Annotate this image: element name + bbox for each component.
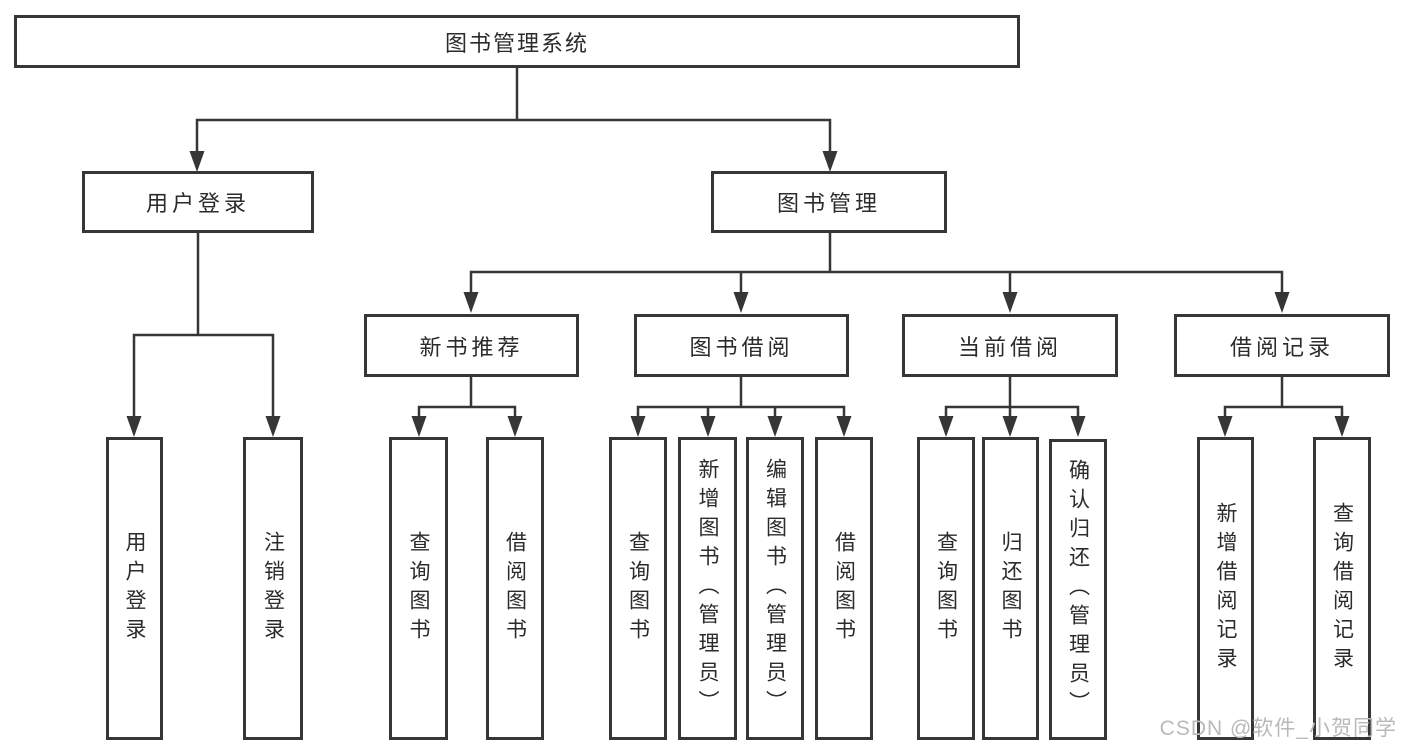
leaf-user-login: 用户登录 bbox=[106, 437, 163, 740]
node-label: 查询图书 bbox=[934, 530, 958, 647]
leaf-return-books: 归还图书 bbox=[982, 437, 1039, 740]
node-user-login: 用户登录 bbox=[82, 171, 314, 233]
leaf-confirm-return-admin: 确认归还（管理员） bbox=[1049, 439, 1107, 740]
node-label: 确认归还（管理员） bbox=[1066, 459, 1090, 720]
leaf-query-books: 查询图书 bbox=[389, 437, 448, 740]
node-label: 借阅记录 bbox=[1229, 334, 1334, 360]
node-borrowing-records: 借阅记录 bbox=[1174, 314, 1390, 377]
node-book-borrowing: 图书借阅 bbox=[634, 314, 849, 377]
leaf-borrow-books: 借阅图书 bbox=[815, 437, 873, 740]
leaf-add-borrow-record: 新增借阅记录 bbox=[1197, 437, 1254, 740]
node-label: 用户登录 bbox=[123, 530, 146, 647]
leaf-query-books: 查询图书 bbox=[609, 437, 667, 740]
node-label: 新增图书（管理员） bbox=[696, 458, 719, 719]
csdn-watermark: CSDN @软件_小贺同学 bbox=[1159, 717, 1397, 740]
leaf-query-borrow-record: 查询借阅记录 bbox=[1313, 437, 1371, 740]
node-label: 用户登录 bbox=[145, 191, 250, 216]
node-library-management-system: 图书管理系统 bbox=[14, 15, 1020, 68]
node-label: 归还图书 bbox=[999, 530, 1022, 647]
node-new-book-recommendation: 新书推荐 bbox=[364, 314, 579, 377]
arrowheads bbox=[126, 151, 1350, 437]
node-label: 查询图书 bbox=[626, 530, 650, 647]
node-current-borrowing: 当前借阅 bbox=[902, 314, 1118, 377]
node-label: 借阅图书 bbox=[832, 530, 856, 647]
node-label: 查询图书 bbox=[407, 530, 430, 647]
node-label: 借阅图书 bbox=[503, 530, 527, 647]
node-label: 查询借阅记录 bbox=[1330, 501, 1354, 676]
node-label: 当前借阅 bbox=[957, 334, 1062, 360]
leaf-logout: 注销登录 bbox=[243, 437, 303, 740]
leaf-edit-books-admin: 编辑图书（管理员） bbox=[746, 437, 804, 740]
node-label: 编辑图书（管理员） bbox=[763, 458, 787, 719]
node-label: 图书管理系统 bbox=[444, 30, 589, 56]
tree-edges bbox=[132, 66, 1344, 423]
leaf-borrow-books: 借阅图书 bbox=[486, 437, 544, 740]
node-book-management: 图书管理 bbox=[711, 171, 947, 233]
node-label: 新书推荐 bbox=[419, 334, 524, 360]
node-label: 图书借阅 bbox=[689, 334, 794, 360]
node-label: 注销登录 bbox=[261, 530, 285, 647]
node-label: 图书管理 bbox=[776, 191, 881, 216]
leaf-add-books-admin: 新增图书（管理员） bbox=[678, 437, 737, 740]
leaf-query-books: 查询图书 bbox=[917, 437, 975, 740]
node-label: 新增借阅记录 bbox=[1214, 501, 1237, 676]
